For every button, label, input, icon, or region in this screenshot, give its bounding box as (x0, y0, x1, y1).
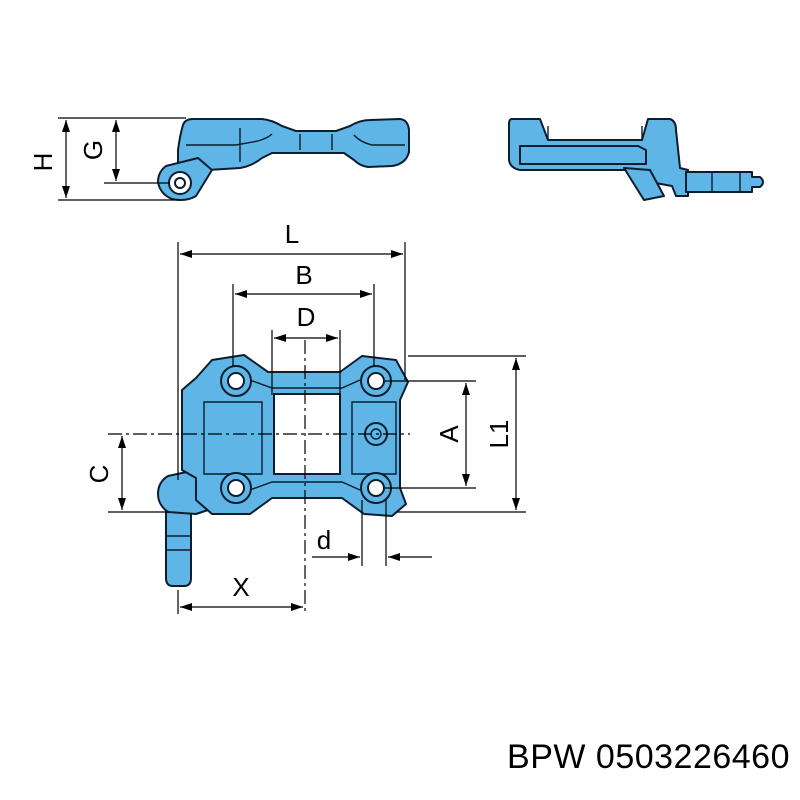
dimension-l1 (396, 355, 526, 513)
dimension-l (177, 242, 406, 480)
end-view-pin (685, 171, 764, 193)
dimension-small-d (312, 500, 432, 566)
top-view-hole-tr (367, 372, 385, 390)
label-g: G (78, 140, 108, 160)
label-d: D (297, 302, 316, 332)
dimension-x (177, 590, 303, 614)
dimension-g (104, 120, 170, 184)
top-view-pin (165, 505, 192, 587)
label-b: B (295, 260, 312, 290)
dimension-h (58, 117, 186, 201)
side-view-body (177, 118, 410, 177)
end-view-rib (519, 145, 647, 165)
dimension-c (108, 436, 170, 513)
label-h: H (28, 153, 58, 172)
dimension-d (271, 330, 341, 395)
side-view (157, 118, 410, 201)
top-view-hole-br (367, 479, 385, 497)
center-lines (108, 340, 410, 612)
label-l: L (285, 219, 299, 249)
dimension-a (385, 380, 476, 489)
top-view-hole-tl (227, 372, 245, 390)
end-view (508, 118, 764, 201)
top-view-window (273, 393, 341, 475)
label-small-d: d (317, 525, 331, 555)
label-a: A (434, 425, 464, 443)
label-l1: L1 (484, 420, 514, 449)
end-view-tab (623, 167, 665, 201)
label-x: X (232, 572, 249, 602)
top-view-hole-bl (227, 479, 245, 497)
label-c: C (84, 465, 114, 484)
top-view (157, 354, 409, 587)
part-number-caption: BPW 0503226460 (507, 738, 790, 776)
dimension-b (232, 284, 375, 366)
